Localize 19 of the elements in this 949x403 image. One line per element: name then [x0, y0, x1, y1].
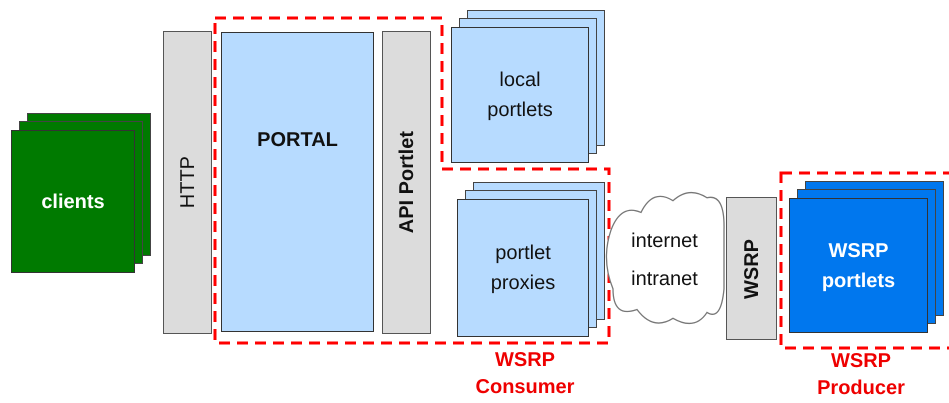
- cloud-label: internet intranet: [630, 228, 699, 292]
- group-label: WSRP Producer: [816, 349, 906, 401]
- box-label: local portlets: [486, 68, 554, 123]
- vertical-bar: [163, 31, 212, 334]
- box-label: WSRP portlets: [820, 238, 896, 294]
- group-label: WSRP Consumer: [474, 348, 576, 400]
- stacked-box: [451, 10, 605, 163]
- box-label: clients: [41, 190, 105, 214]
- vertical-bar: [726, 197, 777, 340]
- box-label: portlet proxies: [490, 241, 556, 296]
- portal-panel: [221, 32, 374, 332]
- bar-label: HTTP: [176, 156, 200, 209]
- stacked-box: [457, 182, 605, 337]
- stacked-box: [789, 181, 944, 333]
- vertical-bar: [382, 31, 431, 334]
- bar-label: WSRP: [740, 238, 764, 298]
- panel-label: PORTAL: [257, 128, 338, 153]
- stacked-box: [11, 113, 151, 273]
- bar-label: API Portlet: [394, 131, 418, 234]
